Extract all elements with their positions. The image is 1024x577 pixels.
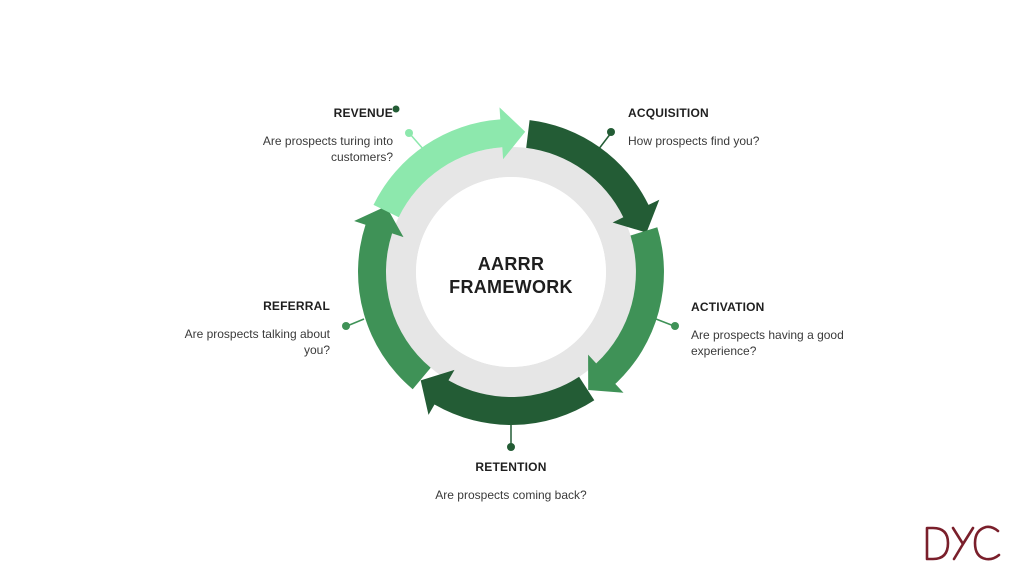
- connector-dot-activation: [671, 322, 679, 330]
- acquisition-title: ACQUISITION: [628, 106, 709, 120]
- connector-referral: [346, 318, 365, 327]
- connector-dot-revenue: [405, 129, 413, 137]
- arrow-revenue: [373, 107, 526, 218]
- connector-dot-retention: [507, 443, 515, 451]
- referral-description: Are prospects talking about you?: [150, 326, 330, 358]
- center-title-line1: AARRR: [477, 254, 545, 274]
- arrow-activation: [588, 227, 664, 393]
- connector-revenue: [409, 133, 425, 151]
- activation-description-line2: experience?: [691, 344, 757, 358]
- arrow-retention: [420, 369, 595, 425]
- referral-description-line2: you?: [303, 343, 330, 357]
- retention-title: RETENTION: [475, 460, 547, 474]
- revenue-title: REVENUE: [333, 106, 393, 120]
- connector-dot-acquisition: [607, 128, 615, 136]
- revenue-description: Are prospects turing into customers?: [213, 133, 393, 165]
- arrow-referral: [354, 206, 431, 390]
- connectors: [342, 105, 679, 451]
- dyc-logo: [925, 525, 1001, 561]
- revenue-marker-dot: [392, 105, 400, 113]
- center-title-line2: FRAMEWORK: [449, 277, 573, 297]
- connector-activation: [655, 318, 675, 327]
- revenue-description-line2: customers?: [330, 150, 393, 164]
- activation-description-line1: Are prospects having a good: [691, 328, 844, 342]
- arrow-acquisition: [526, 120, 660, 233]
- connector-acquisition: [597, 132, 612, 151]
- activation-description: Are prospects having a good experience?: [691, 327, 891, 359]
- center-disc: [416, 177, 606, 367]
- activation-title: ACTIVATION: [691, 300, 765, 314]
- referral-title: REFERRAL: [263, 299, 330, 313]
- inner-ring: [386, 147, 636, 397]
- connector-dot-referral: [342, 322, 350, 330]
- center-title: AARRR FRAMEWORK: [411, 253, 611, 299]
- acquisition-description: How prospects find you?: [628, 134, 760, 148]
- referral-description-line1: Are prospects talking about: [184, 327, 330, 341]
- revenue-description-line1: Are prospects turing into: [262, 134, 393, 148]
- retention-description: Are prospects coming back?: [435, 488, 587, 502]
